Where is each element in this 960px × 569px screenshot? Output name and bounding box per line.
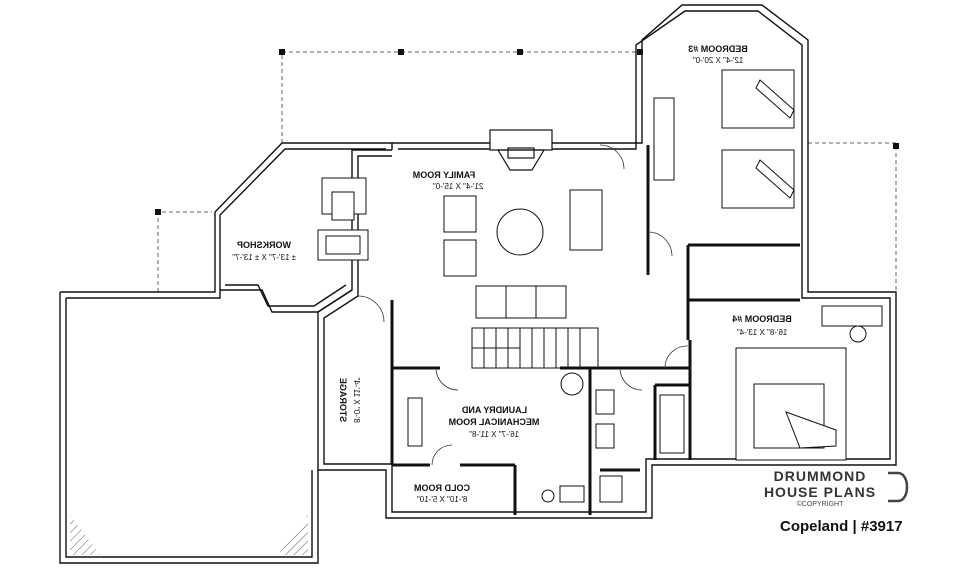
garage-hatch <box>70 515 308 555</box>
brand-logo: DRUMMOND HOUSE PLANS ©COPYRIGHT <box>720 468 920 509</box>
storage-name: STORAGE <box>338 378 348 422</box>
plan-caption: Copeland | #3917 <box>780 518 903 535</box>
cold-room-dims: 8'-10" X 5'-10" <box>417 495 468 504</box>
brand-line1: DRUMMOND <box>773 468 867 484</box>
bedroom3-beds <box>653 69 795 209</box>
family-room-dims: 21'-4" X 15'-0" <box>433 182 484 191</box>
storage-dims: 8'-0" X 11'-4" <box>352 377 361 423</box>
brand-copyright: ©COPYRIGHT <box>796 501 844 508</box>
cold-room-name: COLD ROOM <box>414 483 470 493</box>
workshop-vehicles <box>317 177 369 261</box>
bedroom4-name: BEDROOM #4 <box>732 314 792 324</box>
laundry-fixtures <box>407 372 685 503</box>
bedroom3-name: BEDROOM #3 <box>688 44 748 54</box>
workshop-dims: ± 13'-7" X ± 13'-7" <box>232 253 296 262</box>
brand-d-icon <box>888 471 909 503</box>
staircase <box>471 327 599 369</box>
laundry-dims: 16'-7" X 11'-8" <box>469 430 519 439</box>
brand-line2: HOUSE PLANS <box>763 484 877 500</box>
room-labels: BEDROOM #3 12'-4" X 20'-0" FAMILY ROOM 2… <box>232 44 792 504</box>
laundry-name-2: MECHANICAL ROOM <box>449 417 540 427</box>
bedroom4-dims: 16'-8" X 13'-4" <box>737 328 788 337</box>
family-room-name: FAMILY ROOM <box>413 170 476 180</box>
post-markers <box>155 49 899 215</box>
bedroom4-furniture <box>735 305 883 461</box>
family-room-furniture <box>443 189 603 319</box>
workshop-name: WORKSHOP <box>237 240 291 250</box>
door-swings <box>357 144 689 466</box>
bedroom3-dims: 12'-4" X 20'-0" <box>693 56 744 65</box>
interior-walls <box>390 145 800 515</box>
fireplace <box>489 129 553 171</box>
laundry-name-1: LAUNDRY AND <box>461 405 527 415</box>
